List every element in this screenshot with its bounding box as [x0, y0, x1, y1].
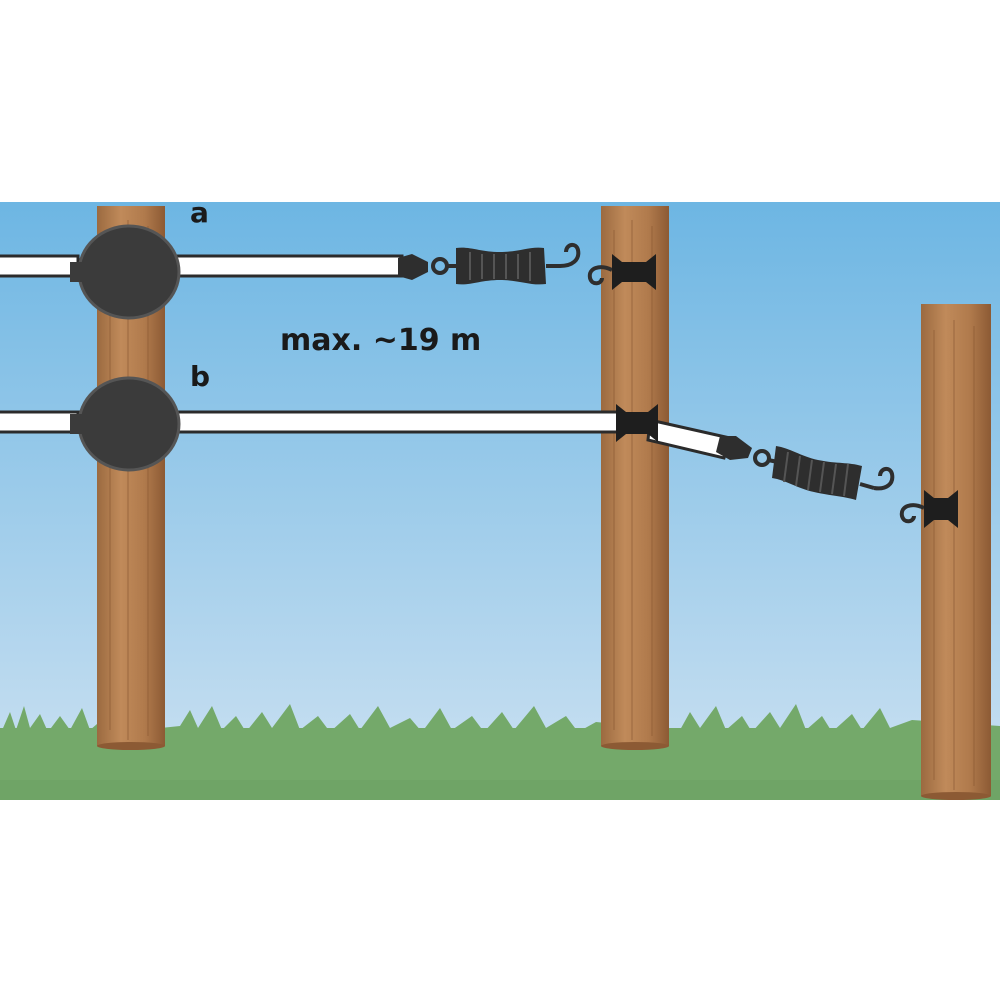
label-line-b: b: [190, 360, 210, 393]
label-max-distance: max. ~19 m: [280, 323, 481, 358]
label-line-a: a: [190, 196, 209, 229]
post-right: [921, 304, 991, 800]
tape-line-b: [0, 410, 732, 460]
spring-ring: [753, 449, 771, 467]
end-insulator-b-right: [899, 490, 958, 528]
ring-insulator-icon: [70, 376, 181, 472]
gate-handle-icon: [456, 247, 546, 285]
end-insulator-icon: [612, 254, 656, 290]
end-insulator-icon: [924, 490, 958, 528]
hook-icon: [587, 265, 613, 286]
ring-insulator-icon: [70, 224, 181, 320]
hook-icon: [873, 467, 895, 491]
end-insulator-b-middle: [616, 404, 658, 442]
gate-handle-icon: [772, 446, 862, 500]
end-insulator-a: [587, 254, 656, 290]
grass: [0, 704, 1000, 800]
tape-clamp: [716, 436, 752, 460]
gate-handle-assembly-a: [398, 243, 581, 285]
hook-icon: [899, 503, 925, 524]
post-middle: [601, 206, 669, 750]
tape-clamp: [398, 254, 428, 280]
hook-icon: [559, 243, 581, 268]
end-insulator-icon: [616, 404, 658, 442]
tape-line-a: [0, 254, 404, 278]
gate-handle-assembly-b: [716, 436, 895, 500]
